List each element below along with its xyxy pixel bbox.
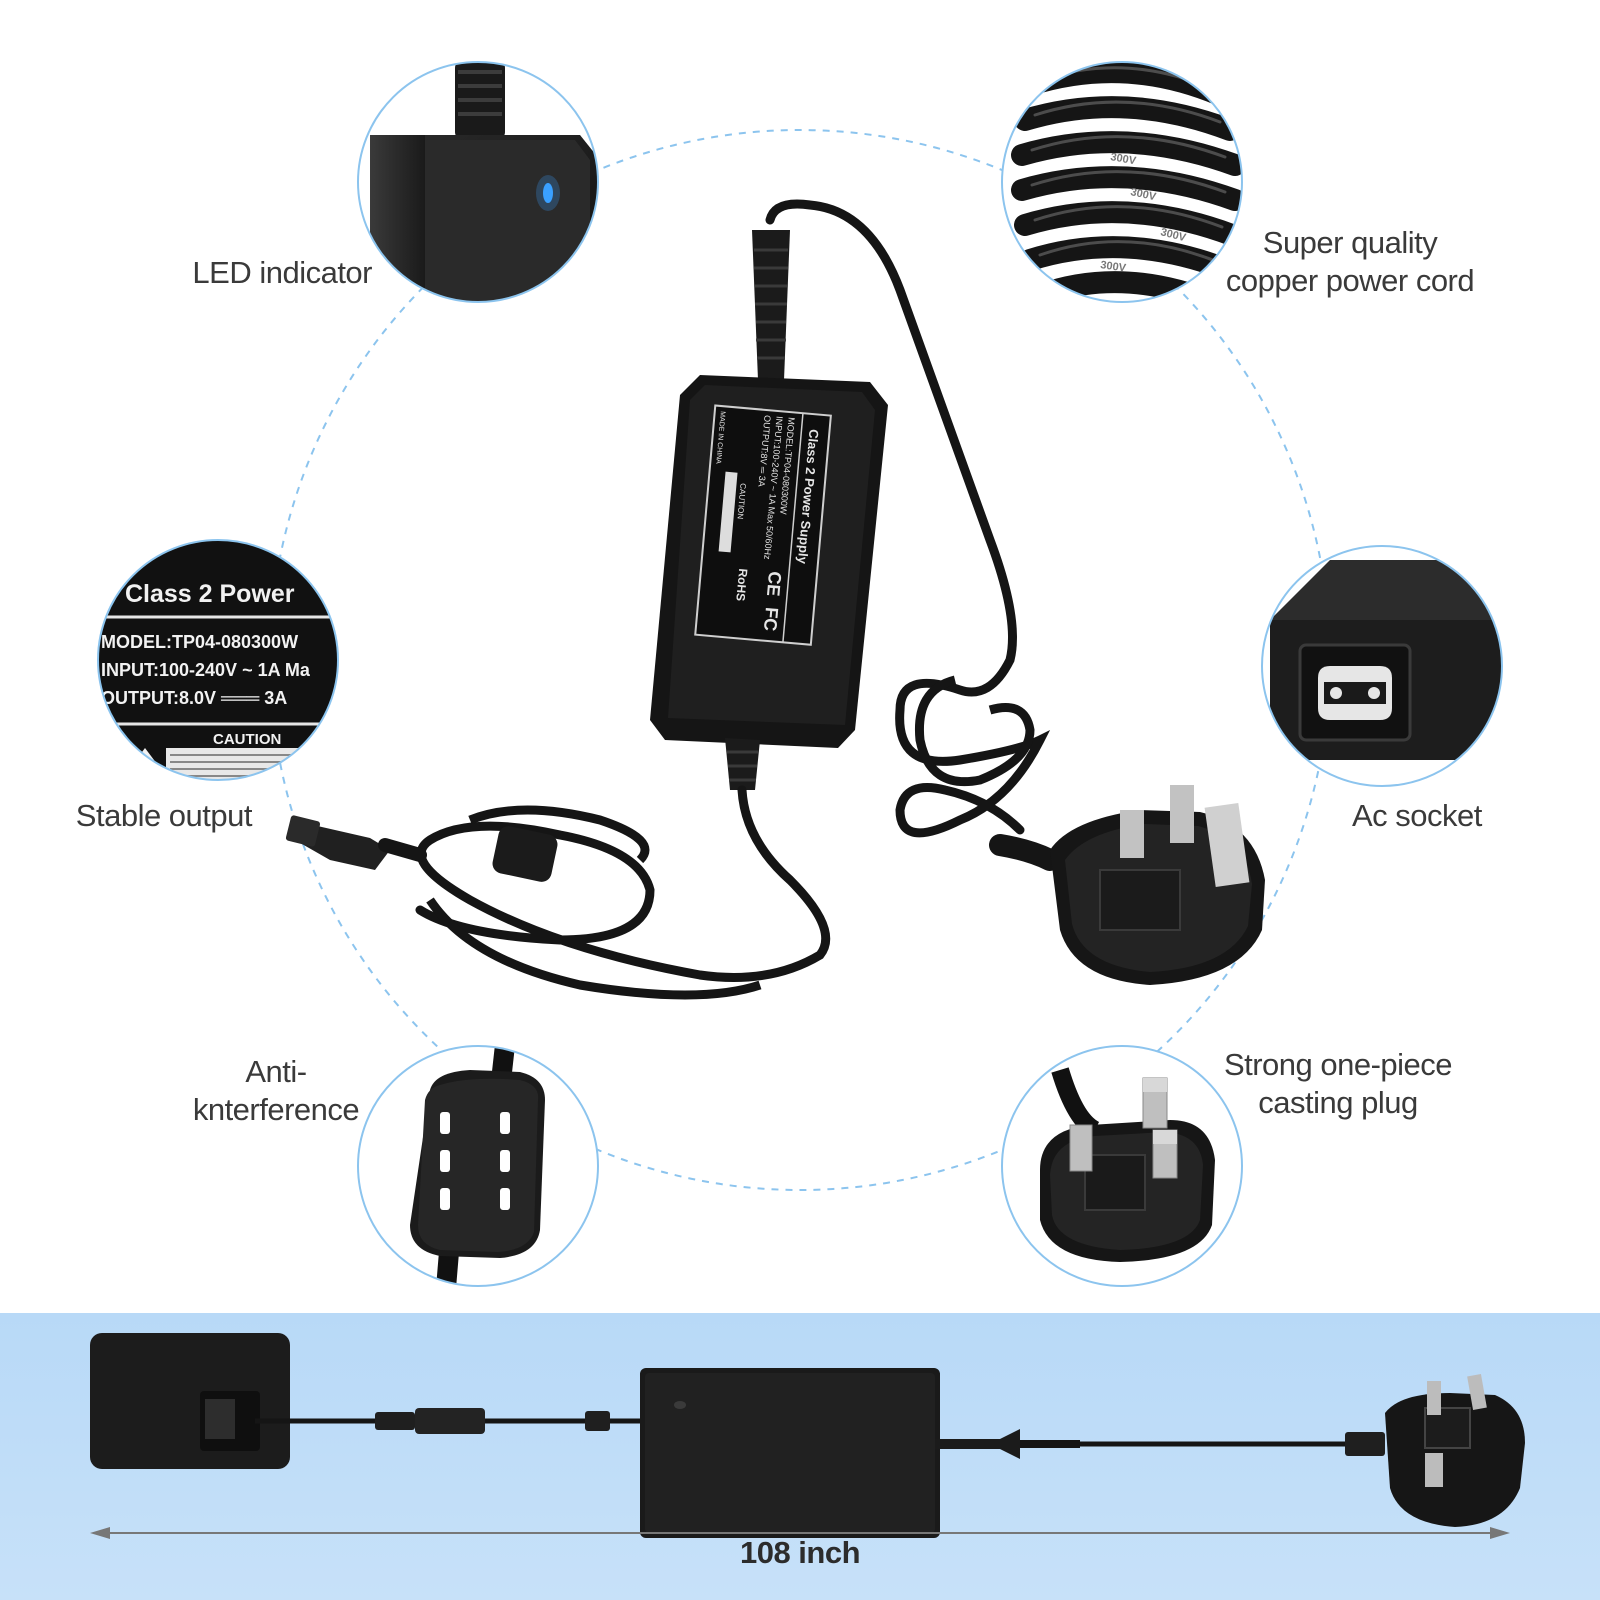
length-arrow-right xyxy=(1490,1527,1510,1539)
svg-text:300V: 300V xyxy=(1129,186,1157,203)
socket-closeup xyxy=(1261,545,1503,787)
label-ac-socket: Ac socket xyxy=(1352,798,1482,833)
label-anti-interference: Anti- knterference xyxy=(192,1054,360,1127)
closeup-model: MODEL:TP04-080300W xyxy=(101,632,298,652)
uk-plug-side-view xyxy=(1385,1374,1525,1527)
label-led-indicator: LED indicator xyxy=(192,255,372,290)
cord-closeup: 300V 300V 300V 300V xyxy=(1001,61,1243,303)
label-copper-cord: Super quality copper power cord xyxy=(1225,225,1475,298)
closeup-input: INPUT:100-240V ~ 1A Ma xyxy=(101,660,311,680)
closeup-title: Class 2 Power xyxy=(125,580,295,608)
plug-closeup xyxy=(1001,1045,1243,1287)
svg-text:300V: 300V xyxy=(1100,259,1128,275)
adapter-label-fc: FC xyxy=(760,606,782,632)
led-closeup xyxy=(357,61,599,303)
adapter-label-caution: CAUTION xyxy=(735,483,747,520)
adapter-label-origin: MADE IN CHINA xyxy=(714,411,726,465)
svg-text:300V: 300V xyxy=(1109,151,1137,167)
label-casting-plug: Strong one-piece casting plug xyxy=(1223,1047,1453,1120)
label-stable-output: Stable output xyxy=(75,798,253,833)
closeup-caution: CAUTION xyxy=(213,731,281,748)
adapter-label-rohs: RoHS xyxy=(733,568,750,602)
ferrite-closeup xyxy=(357,1045,599,1287)
label-closeup: Class 2 Power MODEL:TP04-080300W INPUT:1… xyxy=(97,539,339,781)
adapter-label-ce: CE xyxy=(763,570,785,597)
cable-length-label: 108 inch xyxy=(739,1535,861,1570)
main-adapter-photo: Class 2 Power Supply MODEL:TP04-080300W … xyxy=(285,199,1265,1000)
length-arrow-left xyxy=(90,1527,110,1539)
full-cable-diagram xyxy=(90,1333,1525,1539)
closeup-output: OUTPUT:8.0V ═══ 3A xyxy=(101,688,287,708)
led-light xyxy=(543,183,553,203)
